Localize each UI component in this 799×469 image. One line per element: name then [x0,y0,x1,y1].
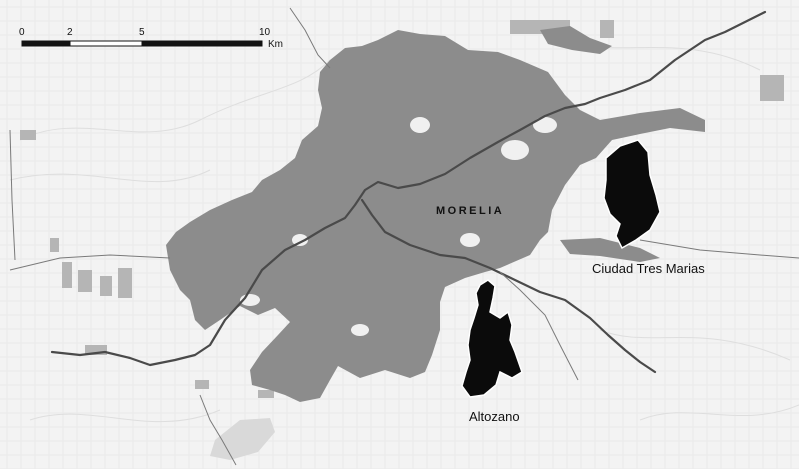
contour-lines [9,39,799,423]
highway-northwest [50,10,767,367]
scale-unit-label: Km [268,39,283,50]
minor-roads [9,7,799,466]
scale-tick-label: 10 [259,27,271,38]
altozano-development [461,279,523,398]
tres-marias-development [603,139,661,250]
water-body [210,418,275,460]
major-roads [50,10,767,374]
urban-fringe-east [560,238,660,262]
scale-tick-label: 0 [19,27,25,38]
scale-tick-label: 5 [139,27,145,38]
morelia-urban-area [166,30,705,402]
scale-tick-label: 2 [67,27,73,38]
scale-bar [21,40,263,47]
urban-fringe-north [540,26,612,54]
city-label-morelia: MORELIA [436,205,505,217]
urban-gaps [240,117,557,336]
scale-bar-segment [21,40,71,47]
label-ciudad-tres-marias: Ciudad Tres Marias [592,261,705,276]
scale-bar-segment [141,40,263,47]
scale-bar-segment [69,40,143,47]
highway-southeast [360,198,657,374]
label-altozano: Altozano [469,409,520,424]
